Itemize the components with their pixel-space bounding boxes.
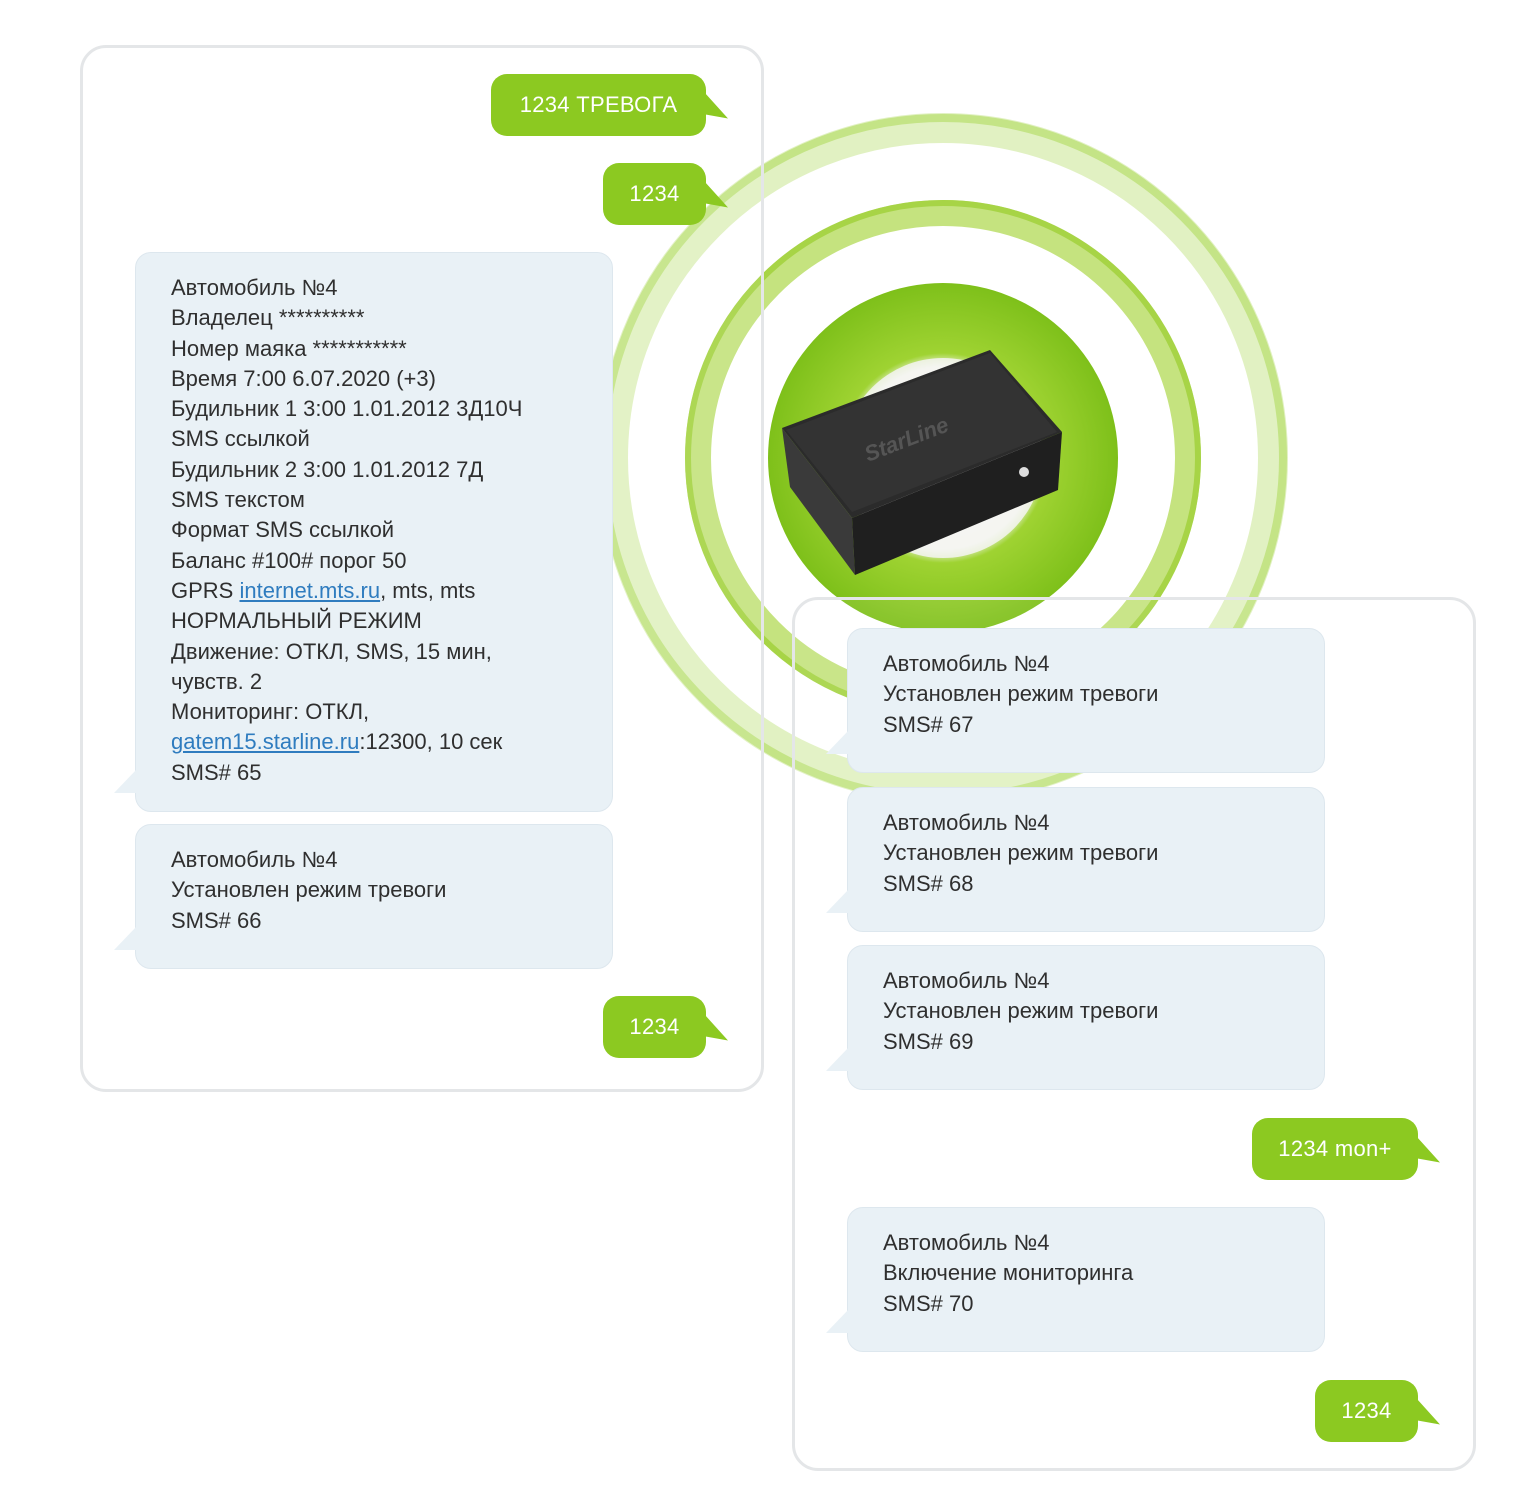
- received-message: Автомобиль №4 Установлен режим тревоги S…: [826, 945, 1325, 1090]
- message-line: Установлен режим тревоги: [883, 681, 1159, 707]
- sent-message[interactable]: 1234: [1315, 1380, 1418, 1442]
- received-message: Автомобиль №4 Установлен режим тревоги S…: [826, 787, 1325, 932]
- message-line: SMS ссылкой: [171, 426, 310, 452]
- message-line: Автомобиль №4: [171, 275, 338, 300]
- message-line: Формат SMS ссылкой: [171, 517, 395, 543]
- message-line: Баланс #100# порог 50: [171, 547, 407, 573]
- message-line: Будильник 2 3:00 1.01.2012 7Д: [171, 456, 484, 482]
- message-line: Автомобиль №4: [171, 847, 338, 872]
- received-message-status: Автомобиль №4 Владелец ********** Номер …: [114, 252, 613, 812]
- gprs-apn-link[interactable]: internet.mts.ru: [239, 577, 381, 603]
- message-line: Автомобиль №4: [883, 651, 1050, 676]
- message-line: Установлен режим тревоги: [883, 840, 1159, 866]
- server-suffix: :12300, 10 сек: [359, 729, 503, 755]
- gprs-line: GPRS internet.mts.ru, mts, mts: [171, 576, 592, 606]
- message-line: SMS текстом: [171, 487, 305, 513]
- message-line: Будильник 1 3:00 1.01.2012 3Д10Ч: [171, 396, 523, 422]
- message-line: Номер маяка ***********: [171, 335, 407, 361]
- sms-number: SMS# 67: [883, 711, 974, 737]
- message-line: Движение: ОТКЛ, SMS, 15 мин,: [171, 638, 492, 664]
- received-message: Автомобиль №4 Установлен режим тревоги S…: [826, 628, 1325, 773]
- message-line: Автомобиль №4: [883, 810, 1050, 835]
- message-line: Установлен режим тревоги: [171, 877, 447, 903]
- message-line: Включение мониторинга: [883, 1260, 1134, 1286]
- received-message: Автомобиль №4 Включение мониторинга SMS#…: [826, 1207, 1325, 1352]
- sms-number: SMS# 69: [883, 1028, 974, 1054]
- gprs-prefix: GPRS: [171, 577, 240, 603]
- message-line: Установлен режим тревоги: [883, 998, 1159, 1024]
- server-line: gatem15.starline.ru:12300, 10 сек: [171, 727, 592, 757]
- sms-number: SMS# 70: [883, 1290, 974, 1316]
- server-link[interactable]: gatem15.starline.ru: [171, 729, 360, 755]
- message-line: НОРМАЛЬНЫЙ РЕЖИМ: [171, 608, 422, 634]
- sms-number: SMS# 65: [171, 759, 262, 785]
- message-line: Автомобиль №4: [883, 968, 1050, 993]
- sms-number: SMS# 66: [171, 907, 262, 933]
- sent-message[interactable]: 1234 mon+: [1252, 1118, 1418, 1180]
- received-message: Автомобиль №4 Установлен режим тревоги S…: [114, 824, 613, 969]
- sms-number: SMS# 68: [883, 870, 974, 896]
- message-line: чувств. 2: [171, 668, 263, 694]
- sent-message[interactable]: 1234: [603, 163, 706, 225]
- message-line: Автомобиль №4: [883, 1230, 1050, 1255]
- sent-message[interactable]: 1234: [603, 996, 706, 1058]
- gprs-suffix: , mts, mts: [380, 577, 476, 603]
- message-line: Владелец **********: [171, 305, 365, 331]
- message-line: Мониторинг: ОТКЛ,: [171, 699, 370, 725]
- sent-message[interactable]: 1234 ТРЕВОГА: [491, 74, 706, 136]
- message-line: Время 7:00 6.07.2020 (+3): [171, 365, 436, 391]
